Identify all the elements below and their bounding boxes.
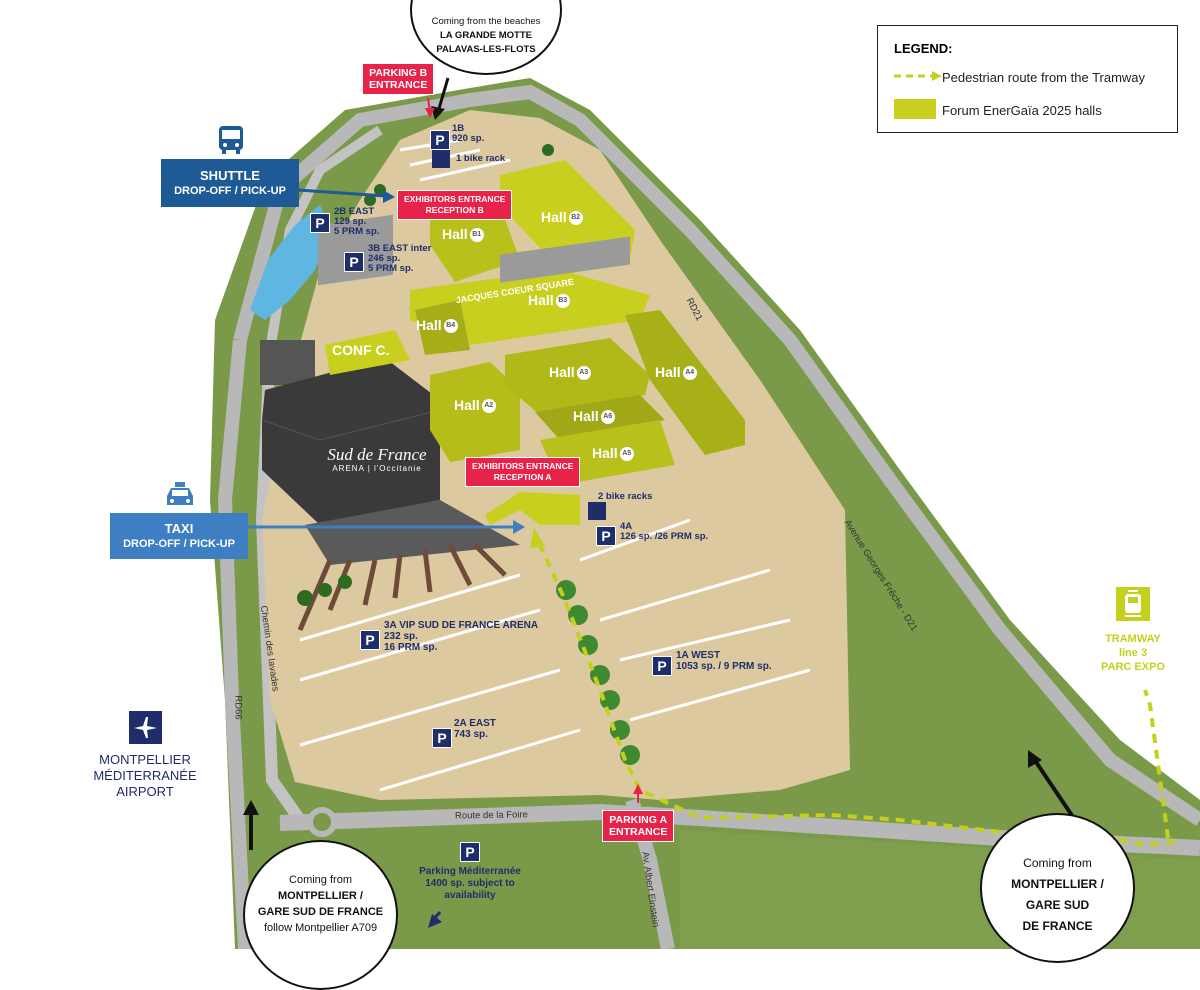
parking-icon: P [596,526,616,546]
parking-icon: P [360,630,380,650]
taxi-icon [167,482,193,505]
bike-icon [588,502,606,520]
legend-title: LEGEND: [894,41,953,56]
site-map [210,77,1200,949]
rd66-label: RD66 [232,695,244,720]
hall-swatch-icon [894,99,936,119]
tramway-label: TRAMWAY line 3 PARC EXPO [1101,633,1165,673]
shuttle-box: SHUTTLE DROP-OFF / PICK-UP [161,159,299,207]
arena-logo: Sud de France ARENA | l'Occitanie [327,445,427,474]
hall-a6-shape [535,395,665,440]
hall-conf-shape [325,330,410,375]
montpellier-right-circle: Coming from MONTPELLIER / GARE SUD DE FR… [980,813,1135,963]
ring-road [233,84,1200,826]
parking-icon: P [432,728,452,748]
parking-icon: P [344,252,364,272]
parking-icon: P [430,130,450,150]
hall-b3-shape [410,270,650,345]
parking-icon: P [310,213,330,233]
conf-c-label: CONF C. [332,342,390,358]
exhibitors-entrance-a-pin: EXHIBITORS ENTRANCE RECEPTION A [465,457,581,487]
hall-a4-shape [625,310,745,455]
water-pond [250,205,330,320]
tram-icon [1116,587,1150,621]
arrow-med-icon [428,914,442,928]
airport-label: MONTPELLIER MÉDITERRANÉE AIRPORT [93,752,197,799]
parking-a-entrance-pin: PARKING A ENTRANCE [602,810,675,842]
parking-mediterranee: P Parking Méditerranée 1400 sp. subject … [419,842,521,901]
legend-item-halls: Forum EnerGaïa 2025 halls [942,103,1102,118]
dashed-arrow-icon [894,71,942,81]
arena-building [262,358,440,525]
parking-icon: P [652,656,672,676]
taxi-box: TAXI DROP-OFF / PICK-UP [110,513,248,559]
hall-a2-shape [430,362,520,462]
plane-icon [129,711,162,744]
parking-icon: P [460,842,480,862]
legend-item-route: Pedestrian route from the Tramway [942,70,1146,85]
exhibitors-entrance-b-pin: EXHIBITORS ENTRANCE RECEPTION B [397,190,513,220]
bike-icon [432,150,450,168]
montpellier-left-circle: Coming from MONTPELLIER / GARE SUD DE FR… [243,840,398,990]
parking-b-entrance-pin: PARKING B ENTRANCE [362,63,435,95]
legend-box: LEGEND: Pedestrian route from the Tramwa… [877,25,1178,133]
hall-b4-shape [415,300,470,355]
pedestrian-route [538,544,1176,848]
route-foire-label: Route de la Foire [454,809,528,822]
bus-icon [219,126,243,154]
